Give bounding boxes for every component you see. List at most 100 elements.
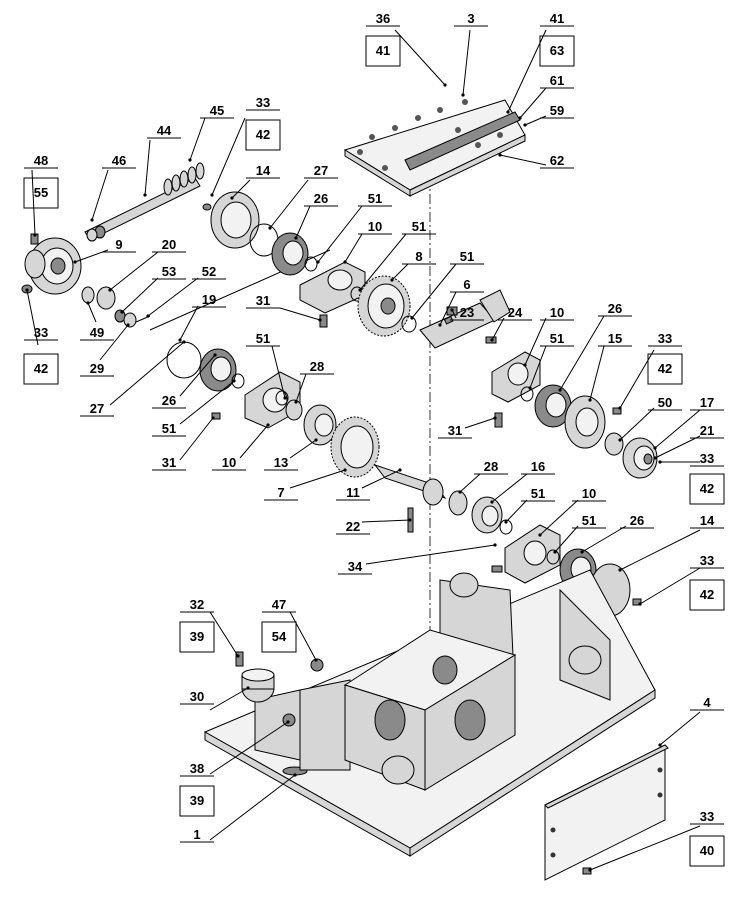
leader-line [144, 139, 151, 196]
part-number-label: 33 [34, 325, 48, 340]
callout-31: 31 [246, 293, 322, 322]
part-number-label: 26 [608, 301, 622, 316]
callout-32: 32 [180, 597, 240, 658]
part-number-label: 33 [700, 809, 714, 824]
callout-3: 3 [454, 11, 488, 97]
part-number-label: 16 [531, 459, 545, 474]
callout-15: 15 [588, 331, 632, 402]
part-number-label: 34 [348, 559, 363, 574]
shaft-6 [419, 289, 511, 349]
leader-tip [343, 468, 347, 472]
part-number-label: 22 [346, 519, 360, 534]
callout-box [365, 35, 401, 67]
callout-11: 11 [336, 468, 402, 501]
leader-tip [143, 193, 147, 197]
leader-line [269, 179, 309, 229]
leader-tip [120, 310, 124, 314]
part-number-label: 51 [256, 331, 270, 346]
leader-tip [318, 318, 322, 322]
part-number-label: 23 [460, 305, 474, 320]
leader-line [619, 529, 701, 571]
callout-51: 51 [316, 191, 392, 264]
leader-tip [618, 438, 622, 442]
part-number-label: 10 [582, 486, 596, 501]
part-number-label: 10 [368, 219, 382, 234]
seal-28-left [285, 399, 303, 421]
leader-line [279, 307, 321, 321]
circlip-51-upper [304, 256, 318, 272]
part-number-label: 14 [256, 163, 271, 178]
leader-tip [108, 288, 112, 292]
leader-line [499, 154, 547, 166]
callout-26: 26 [558, 301, 632, 392]
part-number-label: 9 [115, 237, 122, 252]
callout-33: 33 [658, 451, 724, 467]
leader-line [26, 289, 39, 346]
callout-10: 10 [343, 219, 392, 264]
part-number-label: 10 [550, 305, 564, 320]
leader-line [211, 117, 246, 196]
bolt-31-right [494, 412, 503, 428]
leader-tip [618, 568, 622, 572]
leader-tip [658, 460, 662, 464]
callout-box [179, 785, 215, 817]
callout-51: 51 [358, 219, 436, 292]
callout-40: 40 [689, 835, 725, 867]
part-number-label: 63 [550, 43, 564, 58]
callout-27: 27 [80, 340, 186, 417]
part-number-label: 26 [630, 513, 644, 528]
callout-30: 30 [180, 686, 250, 711]
callout-23: 23 [450, 305, 484, 321]
leader-tip [246, 686, 250, 690]
callout-8: 8 [390, 249, 436, 282]
callout-51: 51 [504, 486, 555, 524]
leader-line [289, 611, 317, 661]
part-number-label: 27 [314, 163, 328, 178]
part-number-label: 27 [90, 401, 104, 416]
part-number-label: 33 [700, 553, 714, 568]
leader-tip [266, 423, 270, 427]
leader-tip [438, 323, 442, 327]
part-number-label: 51 [412, 219, 426, 234]
callout-47: 47 [262, 597, 318, 662]
callout-41: 41 [365, 35, 401, 67]
leader-tip [458, 490, 462, 494]
callout-51: 51 [246, 331, 287, 400]
callout-42: 42 [23, 353, 59, 385]
bearing-cover-upper [202, 191, 260, 249]
carrier-16 [471, 496, 503, 534]
leader-line [289, 469, 346, 489]
leader-line [74, 249, 109, 263]
callout-53: 53 [120, 264, 186, 314]
leader-line [209, 687, 249, 711]
bolt-33-lower [632, 598, 642, 606]
leader-line [179, 417, 214, 461]
part-number-label: 28 [484, 459, 498, 474]
callout-29: 29 [80, 323, 130, 377]
part-number-label: 47 [272, 597, 286, 612]
leader-tip [580, 550, 584, 554]
leader-line [87, 302, 97, 323]
leader-line [559, 315, 605, 391]
leader-line [109, 251, 159, 291]
leader-tip [504, 520, 508, 524]
part-number-label: 48 [34, 153, 48, 168]
part-number-label: 42 [256, 127, 270, 142]
leader-tip [408, 518, 412, 522]
part-number-label: 19 [202, 292, 216, 307]
callout-42: 42 [647, 353, 683, 385]
bearing-block-10-right [491, 351, 541, 403]
leader-line [31, 169, 36, 236]
leader-line [659, 711, 701, 746]
leader-line [539, 499, 579, 536]
callout-31: 31 [152, 416, 215, 471]
leader-tip [90, 218, 94, 222]
part-number-label: 14 [700, 513, 715, 528]
leader-tip [286, 720, 290, 724]
leader-tip [236, 654, 240, 658]
leader-tip [493, 543, 497, 547]
part-number-label: 51 [550, 331, 564, 346]
callout-33: 33 [210, 95, 280, 197]
part-number-label: 29 [90, 361, 104, 376]
callout-9: 9 [73, 237, 136, 264]
